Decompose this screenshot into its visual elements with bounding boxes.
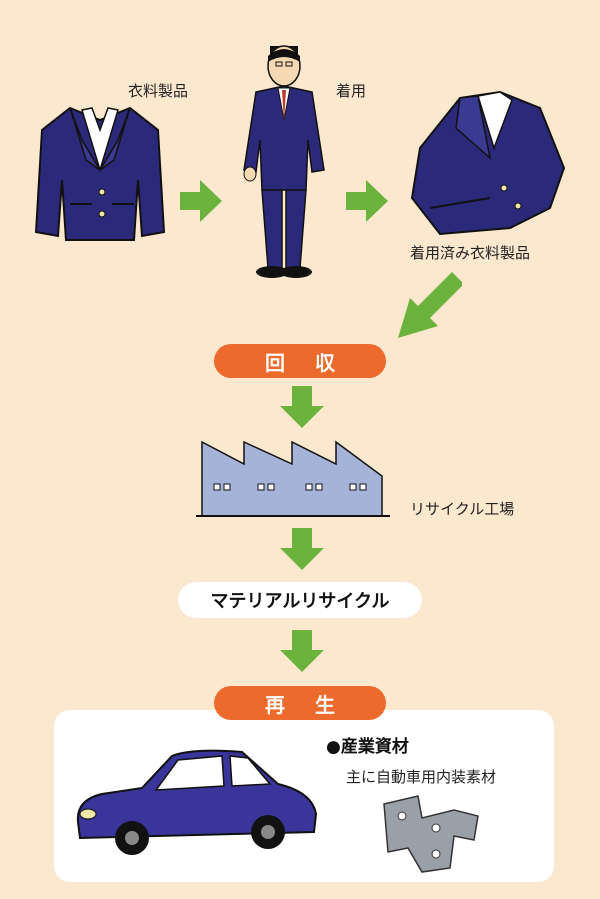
result-heading: ●産業資材 bbox=[326, 737, 409, 757]
arrow-down-2 bbox=[280, 528, 324, 570]
jacket-illustration bbox=[34, 106, 166, 241]
label-wearing: 着用 bbox=[336, 82, 367, 100]
arrow-diagonal-down-left bbox=[398, 272, 462, 338]
label-used-clothing: 着用済み衣料製品 bbox=[410, 244, 531, 262]
used-jacket-illustration bbox=[410, 90, 566, 236]
arrow-down-3 bbox=[280, 630, 324, 672]
arrow-right-1 bbox=[180, 180, 222, 222]
label-clothing-product: 衣料製品 bbox=[128, 82, 189, 100]
step-regeneration: 再生 bbox=[214, 686, 386, 720]
interior-part-illustration bbox=[383, 795, 479, 873]
man-in-suit-illustration bbox=[243, 45, 325, 278]
arrow-down-1 bbox=[280, 386, 324, 428]
label-recycling-factory: リサイクル工場 bbox=[410, 500, 515, 518]
arrow-right-2 bbox=[346, 180, 388, 222]
step-material-recycle: マテリアルリサイクル bbox=[178, 582, 422, 618]
recycling-factory-illustration bbox=[196, 440, 390, 517]
result-description: 主に自動車用内装素材 bbox=[346, 768, 497, 786]
step-collection: 回収 bbox=[214, 344, 386, 378]
car-illustration bbox=[76, 749, 318, 855]
